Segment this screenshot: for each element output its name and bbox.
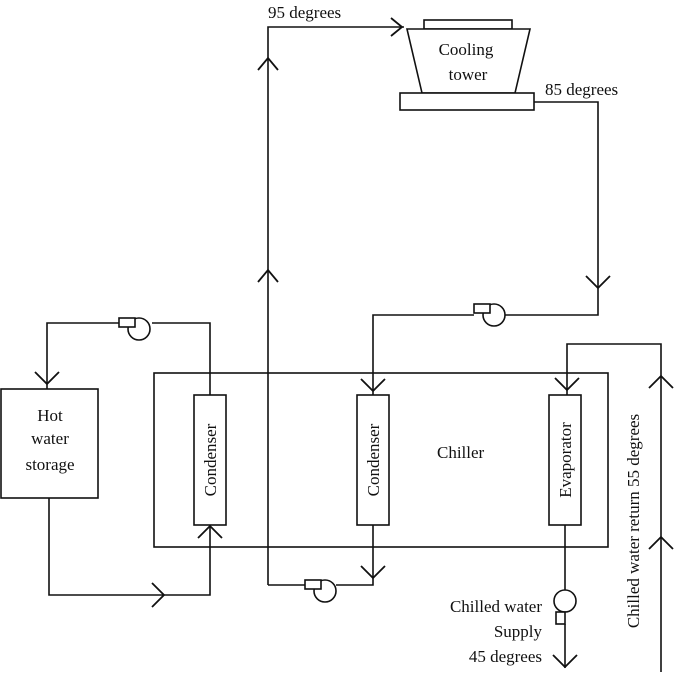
flow-arrow-down-icon [585, 275, 611, 290]
temperature-95-label: 95 degrees [268, 3, 341, 22]
flow-arrow-up-icon [197, 524, 223, 539]
flow-arrow-up-icon [257, 56, 279, 71]
flow-arrow-right-icon [151, 582, 166, 608]
flow-arrow-up-icon [648, 374, 674, 389]
pump-icon [118, 317, 151, 341]
hot-water-storage-tank [0, 388, 99, 499]
hot-water-label-line3: storage [25, 455, 74, 474]
hot-water-supply-pipe [46, 322, 119, 389]
condenser-left-label: Condenser [201, 423, 220, 496]
flow-arrow-up-icon [257, 268, 279, 283]
chiller-enclosure [153, 372, 609, 548]
cooling-tower-basin [399, 92, 535, 111]
chilled-supply-label-line1: Chilled water [450, 597, 542, 616]
condenser-water-loop [257, 17, 611, 603]
flow-arrow-down-icon [554, 377, 580, 392]
chilled-return-pipe [566, 343, 662, 672]
pump-icon [304, 579, 337, 603]
flow-arrow-up-icon [648, 535, 674, 550]
flow-arrow-down-icon [360, 378, 386, 393]
cooling-tower-label-line2: tower [449, 65, 488, 84]
chilled-supply-label-line3: 45 degrees [469, 647, 542, 666]
condenser-right-label: Condenser [364, 423, 383, 496]
hot-water-loop [34, 317, 223, 608]
cooling-tower-fan-cap [423, 19, 513, 30]
flow-arrow-right-icon [390, 17, 404, 37]
heat-recovery-outlet-pipe [152, 322, 211, 395]
cooling-tower: Cooling tower [399, 19, 535, 111]
condenser-left-box [193, 394, 227, 526]
flow-arrow-down-icon [360, 565, 386, 580]
temperature-85-label: 85 degrees [545, 80, 618, 99]
chiller-label: Chiller [437, 443, 485, 462]
hot-water-label-line2: water [31, 429, 69, 448]
hot-water-return-pipe [48, 498, 211, 596]
pump-icon [553, 589, 577, 625]
chilled-supply-label-line2: Supply [494, 622, 543, 641]
flow-arrow-down-icon [552, 654, 578, 669]
condenser-right-box [356, 394, 390, 526]
tower-supply-pipe [267, 26, 404, 585]
flow-arrow-down-icon [34, 371, 60, 386]
evaporator-label: Evaporator [556, 422, 575, 498]
evaporator: Evaporator [548, 394, 582, 526]
hot-water-storage: Hot water storage [0, 388, 99, 499]
condenser-inlet-pipe [372, 314, 474, 395]
chilled-return-label: Chilled water return 55 degrees [624, 414, 643, 628]
tower-return-pipe [505, 101, 599, 316]
hot-water-label-line1: Hot [37, 406, 63, 425]
tower-condenser: Condenser [356, 394, 390, 526]
chilled-water-loop [552, 343, 674, 672]
pump-icon [473, 303, 506, 327]
condenser-outlet-pipe [336, 525, 374, 586]
cooling-tower-label-line1: Cooling [439, 40, 494, 59]
heat-recovery-condenser: Condenser [193, 394, 227, 526]
